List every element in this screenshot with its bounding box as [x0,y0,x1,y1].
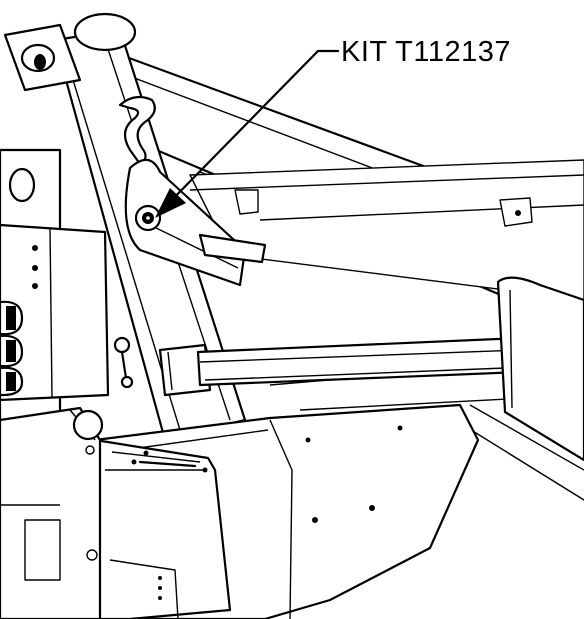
front-cover-panel [93,438,232,619]
lower-left-chassis [0,406,104,619]
pivot-pin [134,204,162,232]
mast-lever [113,336,134,389]
right-mount-plate [496,276,584,462]
kit-callout-label: KIT T112137 [341,36,511,68]
pivot-link-arm [124,158,267,287]
left-control-panel [0,148,110,422]
background-frame [189,159,584,501]
callout-leader [155,49,340,218]
